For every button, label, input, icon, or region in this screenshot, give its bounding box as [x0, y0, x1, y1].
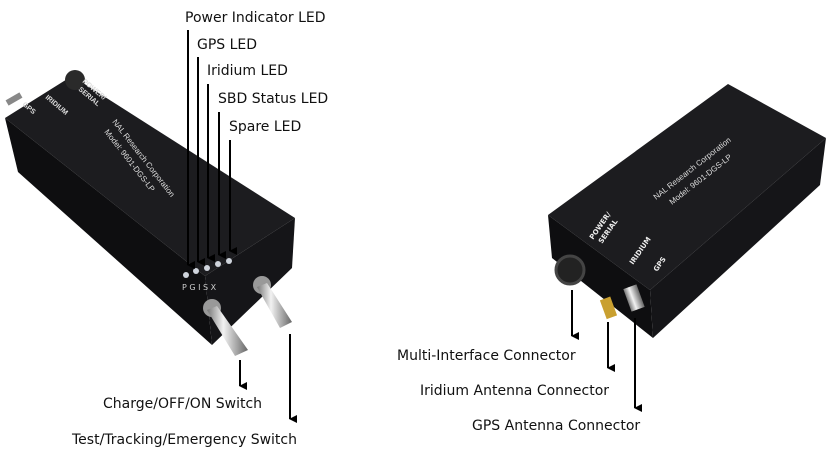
label-charge-off-on-switch: Charge/OFF/ON Switch: [103, 396, 263, 412]
label-test-tracking-emergency-switch: Test/Tracking/Emergency Switch: [72, 432, 297, 448]
label-iridium-led: Iridium LED: [207, 63, 288, 79]
iridium-sma-connector: [599, 296, 618, 320]
label-iridium-antenna-connector: Iridium Antenna Connector: [420, 383, 610, 399]
led-row: [183, 258, 232, 278]
label-sbd-status-led: SBD Status LED: [218, 91, 329, 107]
label-power-indicator-led: Power Indicator LED: [185, 10, 326, 26]
label-gps-led: GPS LED: [197, 37, 258, 53]
multi-interface-connector: [554, 254, 586, 286]
gps-tnc-connector: [623, 284, 645, 312]
right-device-photo: NAL Research Corporation Model: 9601-DGS…: [548, 84, 826, 338]
leader-lines: [187, 30, 642, 423]
svg-text:P G I S X: P G I S X: [182, 283, 217, 292]
charge-off-on-switch: [203, 299, 248, 356]
label-gps-antenna-connector: GPS Antenna Connector: [472, 418, 641, 434]
label-spare-led: Spare LED: [229, 119, 302, 135]
test-tracking-emergency-switch: [253, 276, 292, 328]
label-multi-interface-connector: Multi-Interface Connector: [397, 348, 576, 364]
left-device-photo: POWER/ SERIAL IRIDIUM GPS NAL Research C…: [5, 70, 295, 356]
